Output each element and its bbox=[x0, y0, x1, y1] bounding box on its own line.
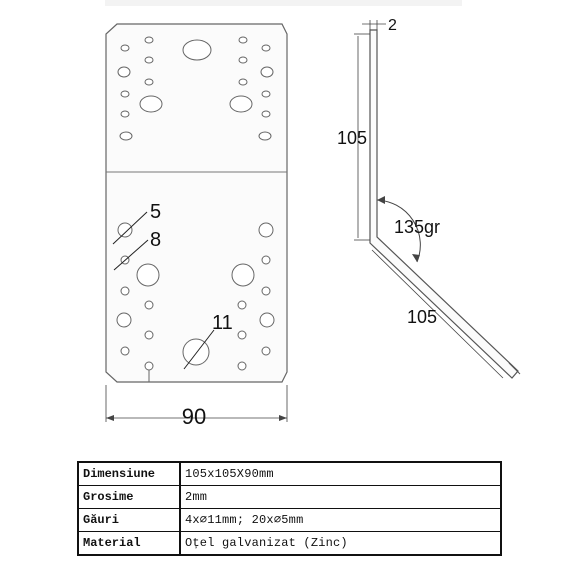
hole bbox=[231, 263, 255, 287]
specifications-table: Dimensiune 105x105X90mm Grosime 2mm Găur… bbox=[77, 461, 502, 556]
hole bbox=[120, 110, 130, 118]
hole bbox=[229, 95, 253, 113]
profile-end-cap bbox=[508, 362, 521, 375]
angle-arc bbox=[376, 199, 421, 263]
lower-holes bbox=[116, 222, 275, 371]
hole bbox=[120, 286, 130, 296]
thickness-label: 2 bbox=[388, 17, 397, 34]
leader-line-5 bbox=[112, 211, 148, 245]
hole bbox=[182, 39, 212, 61]
hole bbox=[258, 222, 274, 238]
hole bbox=[120, 90, 130, 98]
spec-value: 2mm bbox=[179, 485, 502, 509]
spec-key: Găuri bbox=[77, 508, 181, 532]
hole bbox=[259, 312, 275, 328]
arrow-left bbox=[106, 415, 114, 421]
table-row: Material Oțel galvanizat (Zinc) bbox=[77, 531, 502, 556]
hole bbox=[238, 36, 248, 44]
hole bbox=[136, 263, 160, 287]
hole bbox=[237, 330, 247, 340]
hole bbox=[120, 346, 130, 356]
hole bbox=[260, 66, 274, 78]
table-row: Găuri 4x∅11mm; 20x∅5mm bbox=[77, 508, 502, 532]
angle-arrow-bottom bbox=[412, 254, 420, 262]
hole bbox=[237, 300, 247, 310]
width-label: 90 bbox=[182, 404, 206, 429]
arrow-right bbox=[279, 415, 287, 421]
top-strip bbox=[105, 0, 462, 6]
flat-plate-view: 5 8 11 90 bbox=[105, 23, 288, 429]
hole bbox=[144, 56, 154, 64]
leader-line-11 bbox=[183, 329, 215, 370]
hole bbox=[119, 131, 133, 141]
spec-value: 4x∅11mm; 20x∅5mm bbox=[179, 508, 502, 532]
hole bbox=[116, 312, 132, 328]
spec-key: Grosime bbox=[77, 485, 181, 509]
hole bbox=[120, 44, 130, 52]
table-row: Grosime 2mm bbox=[77, 485, 502, 509]
spec-value: 105x105X90mm bbox=[179, 461, 502, 486]
hole-label-11: 11 bbox=[212, 312, 233, 334]
hole bbox=[144, 300, 154, 310]
leg-dim-line bbox=[371, 249, 504, 379]
hole-label-5: 5 bbox=[150, 201, 161, 223]
table-row: Dimensiune 105x105X90mm bbox=[77, 461, 502, 486]
hole bbox=[238, 56, 248, 64]
hole bbox=[238, 78, 248, 86]
plate-outline bbox=[105, 23, 288, 383]
spec-key: Material bbox=[77, 531, 181, 556]
spec-value: Oțel galvanizat (Zinc) bbox=[179, 531, 502, 556]
angle-arrow-top bbox=[377, 196, 385, 204]
hole bbox=[258, 131, 272, 141]
hole bbox=[261, 90, 271, 98]
height-label: 105 bbox=[337, 128, 367, 148]
technical-drawing: 5 8 11 90 2 105 135gr 105 bbox=[105, 0, 521, 429]
hole bbox=[117, 222, 133, 238]
hole bbox=[144, 330, 154, 340]
hole bbox=[237, 361, 247, 371]
hole-label-8: 8 bbox=[150, 229, 161, 251]
hole bbox=[261, 286, 271, 296]
leg-label: 105 bbox=[407, 307, 437, 327]
spec-key: Dimensiune bbox=[77, 461, 181, 486]
leader-line-8 bbox=[113, 239, 149, 271]
hole bbox=[261, 110, 271, 118]
hole bbox=[139, 95, 163, 113]
hole bbox=[261, 255, 271, 265]
hole bbox=[261, 44, 271, 52]
side-profile-view: 2 105 135gr 105 bbox=[337, 17, 521, 379]
hole bbox=[144, 36, 154, 44]
hole bbox=[182, 338, 210, 366]
profile-body bbox=[369, 29, 519, 379]
hole bbox=[144, 78, 154, 86]
hole bbox=[261, 346, 271, 356]
hole bbox=[117, 66, 131, 78]
angle-label: 135gr bbox=[394, 217, 440, 237]
hole bbox=[144, 361, 154, 371]
upper-holes bbox=[117, 36, 274, 141]
